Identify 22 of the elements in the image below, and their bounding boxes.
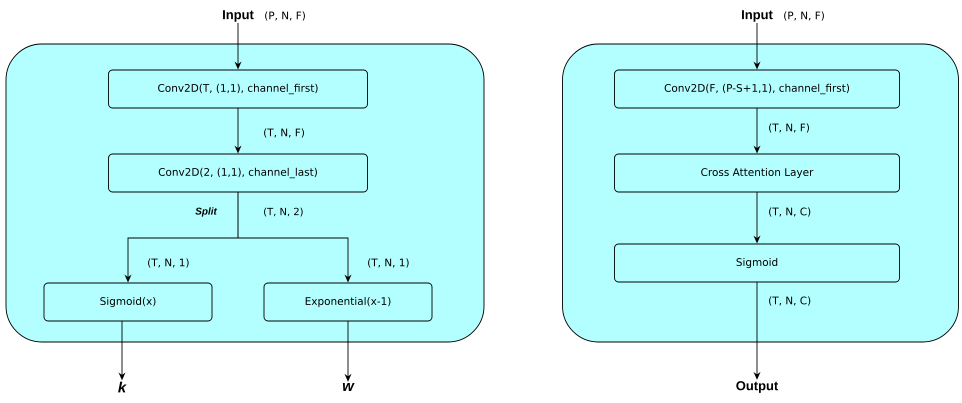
annotation: (T, N, 2): [262, 206, 305, 218]
layer-box: Conv2D(F, (P-S+1,1), channel_first): [614, 70, 900, 108]
edge-label: (T, N, F): [767, 122, 811, 134]
shape-label: (P, N, F): [265, 11, 305, 21]
edge-label: (T, N, C): [767, 206, 812, 218]
output-variable: k: [118, 382, 127, 392]
layer-box: Sigmoid(x): [44, 282, 212, 322]
edge-label: (T, N, C): [767, 295, 812, 307]
edge-label: (T, N, 1): [366, 257, 411, 269]
terminal-label: Output: [736, 381, 778, 393]
layer-box: Conv2D(T, (1,1), channel_first): [108, 70, 368, 108]
edge-label: (T, N, 1): [146, 257, 191, 269]
layer-box: Cross Attention Layer: [614, 154, 900, 192]
terminal-label: Input: [742, 10, 773, 22]
output-variable: w: [342, 383, 355, 391]
layer-box: Conv2D(2, (1,1), channel_last): [108, 154, 368, 192]
annotation: Split: [194, 206, 218, 218]
terminal-label: Input: [223, 10, 254, 22]
edge-label: (T, N, F): [262, 127, 306, 139]
shape-label: (P, N, F): [784, 11, 824, 21]
layer-box: Exponential(x-1): [264, 282, 432, 322]
layer-box: Sigmoid: [614, 244, 900, 282]
